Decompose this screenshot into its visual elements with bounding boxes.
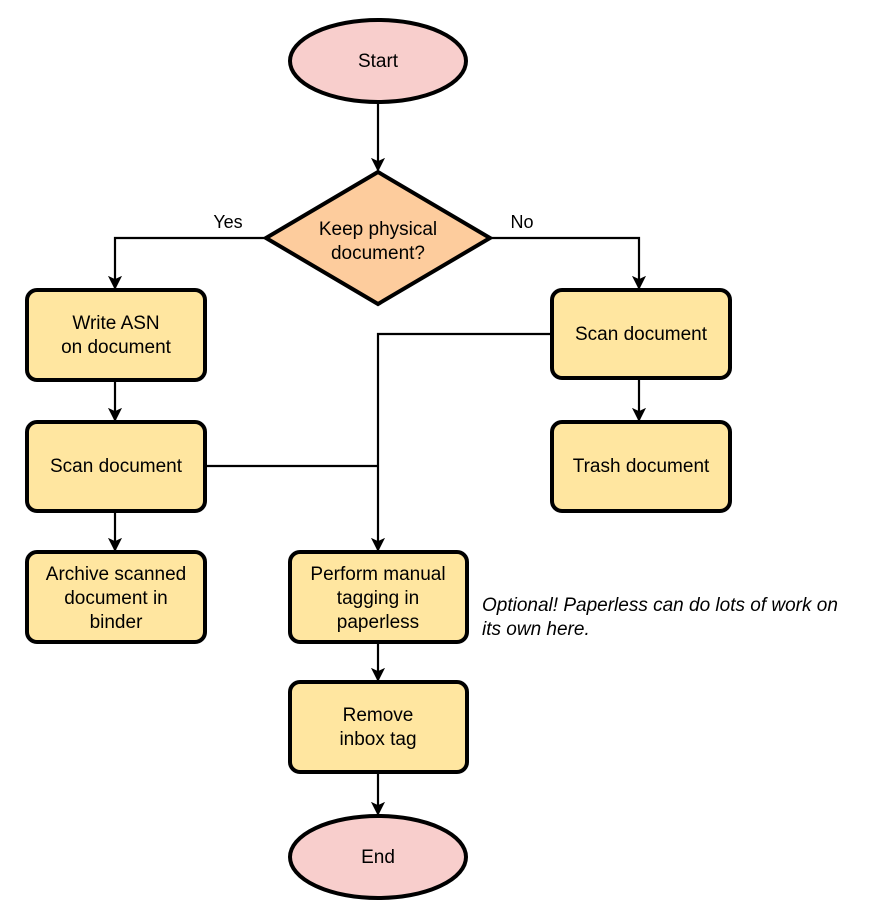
end-ellipse bbox=[288, 814, 468, 900]
archive-box bbox=[25, 550, 207, 644]
scan-document-left-box bbox=[25, 420, 207, 513]
node-end[interactable]: End bbox=[288, 814, 468, 900]
remove-inbox-label-line1: Remove bbox=[343, 705, 414, 726]
node-write-asn-on-document[interactable]: Write ASN on document bbox=[25, 288, 207, 382]
manual-tagging-label-line2: tagging in bbox=[337, 588, 419, 609]
optional-note-line2: its own here. bbox=[482, 619, 590, 640]
node-trash-document[interactable]: Trash document bbox=[550, 420, 732, 513]
node-scan-document-left[interactable]: Scan document bbox=[25, 420, 207, 513]
manual-tagging-box bbox=[288, 550, 469, 644]
node-scan-document-right[interactable]: Scan document bbox=[550, 288, 732, 380]
archive-label-line1: Archive scanned bbox=[46, 564, 186, 585]
start-label: Start bbox=[358, 51, 399, 72]
archive-label-line3: binder bbox=[90, 612, 143, 633]
scan-document-left-label: Scan document bbox=[50, 456, 183, 477]
edge-scan-right-to-manual-tagging bbox=[370, 332, 552, 552]
scan-document-right-box bbox=[550, 288, 732, 380]
node-start[interactable]: Start bbox=[288, 18, 468, 104]
write-asn-label-line2: on document bbox=[61, 337, 172, 358]
node-archive-scanned-document[interactable]: Archive scanned document in binder bbox=[25, 550, 207, 644]
node-remove-inbox-tag[interactable]: Remove inbox tag bbox=[288, 680, 469, 774]
scan-document-right-label: Scan document bbox=[575, 324, 708, 345]
edge-decision-no-to-scan-right bbox=[490, 236, 647, 290]
decision-diamond bbox=[262, 169, 494, 307]
manual-tagging-label-line1: Perform manual bbox=[310, 564, 445, 585]
trash-document-box bbox=[550, 420, 732, 513]
node-perform-manual-tagging[interactable]: Perform manual tagging in paperless bbox=[288, 550, 469, 644]
optional-note-line1: Optional! Paperless can do lots of work … bbox=[482, 595, 838, 616]
write-asn-label-line1: Write ASN bbox=[72, 313, 159, 334]
archive-label-line2: document in bbox=[64, 588, 168, 609]
node-keep-physical-document-decision[interactable]: Keep physical document? bbox=[262, 169, 494, 307]
annotation-optional-note: Optional! Paperless can do lots of work … bbox=[482, 595, 838, 640]
edge-label-yes: Yes bbox=[213, 212, 242, 232]
remove-inbox-label-line2: inbox tag bbox=[339, 729, 416, 750]
decision-label-line2: document? bbox=[331, 243, 425, 264]
start-ellipse bbox=[288, 18, 468, 104]
remove-inbox-tag-box bbox=[288, 680, 469, 774]
manual-tagging-label-line3: paperless bbox=[337, 612, 419, 633]
trash-document-label: Trash document bbox=[573, 456, 710, 477]
write-asn-box bbox=[25, 288, 207, 382]
edge-decision-yes-to-write-asn bbox=[107, 236, 265, 290]
end-label: End bbox=[361, 847, 395, 868]
decision-label-line1: Keep physical bbox=[319, 219, 437, 240]
edge-label-no: No bbox=[510, 212, 533, 232]
